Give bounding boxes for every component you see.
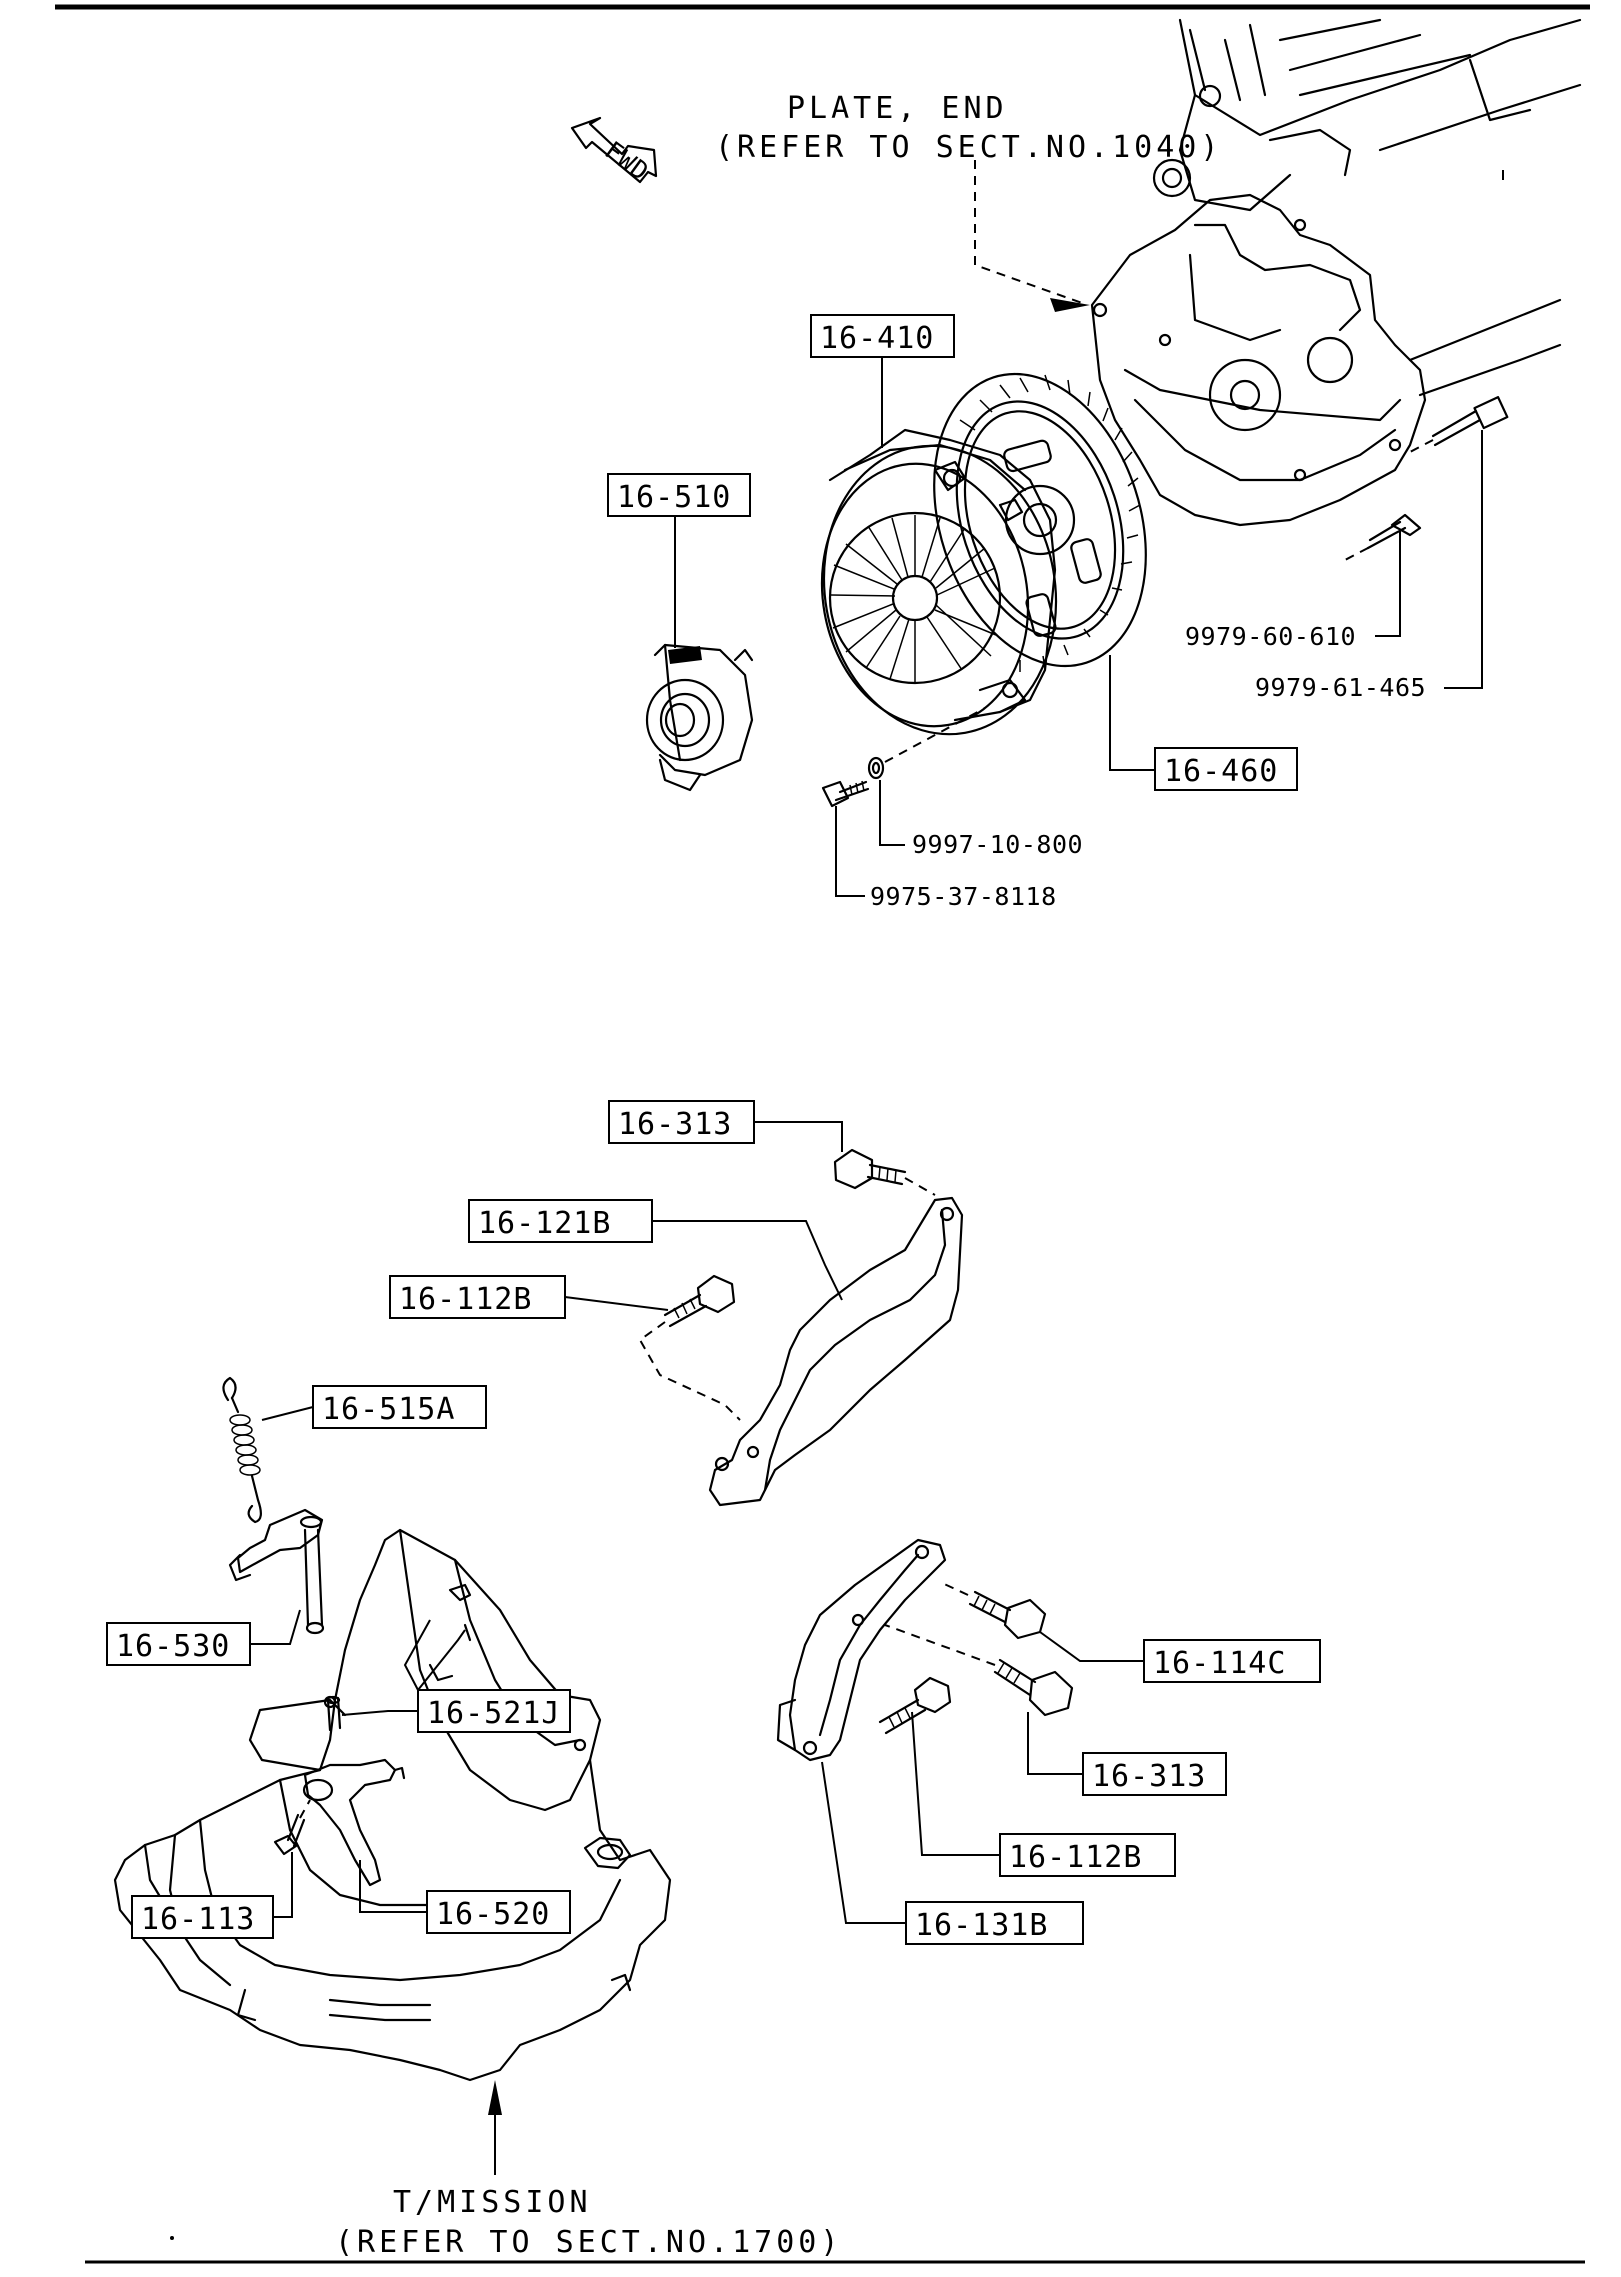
- release-shaft-16-530-drawing: [228, 1508, 325, 1635]
- forward-arrow-icon: FWD: [570, 116, 658, 187]
- leader-16-313-top: [754, 1121, 843, 1152]
- part-number-9997-10-800: 9997-10-800: [912, 830, 1083, 859]
- leader-16-121B: [652, 1220, 843, 1301]
- bolt-16-112B-left-drawing: [638, 1274, 741, 1421]
- clutch-disc-drawing: [933, 372, 1147, 672]
- bolt-16-114C-drawing: [939, 1581, 1047, 1640]
- callout-box-16-114C: [1143, 1639, 1321, 1683]
- part-number-9975-37-8118: 9975-37-8118: [870, 882, 1057, 911]
- leader-16-521J-1: [341, 1710, 418, 1716]
- bolt-16-113-drawing: [273, 1799, 311, 1856]
- callout-box-16-112B-right: [999, 1833, 1176, 1877]
- dowel-pin-16-521J-drawing: [325, 1695, 342, 1732]
- leader-16-112B-left: [564, 1296, 669, 1311]
- leader-16-114C: [1039, 1631, 1144, 1662]
- callout-box-16-113: [131, 1895, 274, 1939]
- callout-16-112B-left: 16-112B: [399, 1282, 532, 1317]
- release-bearing-drawing: [645, 643, 754, 792]
- return-spring-16-515A-drawing: [222, 1376, 262, 1524]
- callout-box-16-112B-left: [389, 1275, 566, 1319]
- bracket-16-121B-drawing: [708, 1196, 964, 1507]
- transmission-title: T/MISSION: [393, 2185, 592, 2220]
- callout-box-16-131B: [905, 1901, 1084, 1945]
- plate-end-title: PLATE, END: [787, 91, 1008, 126]
- callout-16-460: 16-460: [1164, 754, 1278, 789]
- callout-box-16-410: [810, 314, 955, 358]
- callout-16-515A: 16-515A: [322, 1392, 455, 1427]
- callout-16-121B: 16-121B: [478, 1206, 611, 1241]
- bolt-16-313-top-drawing: [833, 1148, 936, 1196]
- leader-9979-61-465: [1444, 430, 1483, 689]
- end-plate-drawing: [1090, 193, 1427, 527]
- leader-16-112B-right: [911, 1711, 1000, 1856]
- callout-box-16-515A: [312, 1385, 487, 1429]
- callout-box-16-510: [607, 473, 751, 517]
- bolt-9979-61-465-drawing: [1409, 396, 1509, 453]
- leader-16-313-right: [1027, 1712, 1083, 1775]
- leader-9997-10-800: [879, 780, 905, 846]
- washer-9997-10-800-drawing: [867, 756, 885, 780]
- transmission-arrowhead: [488, 2080, 502, 2115]
- clutch-cover-drawing: [820, 428, 1058, 736]
- plate-end-reference: (REFER TO SECT.NO.1040): [715, 130, 1222, 165]
- callout-16-520: 16-520: [436, 1897, 550, 1932]
- engine-block-drawing: [1152, 18, 1582, 397]
- callout-16-410: 16-410: [820, 321, 934, 356]
- leader-16-521J-2: [403, 1619, 431, 1691]
- callout-box-16-313-right: [1082, 1752, 1227, 1796]
- bolt-16-313-right-drawing: [884, 1624, 1074, 1717]
- callout-box-16-530: [106, 1622, 251, 1666]
- callout-16-313-right: 16-313: [1092, 1759, 1206, 1794]
- callout-16-112B-right: 16-112B: [1009, 1840, 1142, 1875]
- bracket-16-131B-drawing: [776, 1538, 947, 1762]
- callout-box-16-121B: [468, 1199, 653, 1243]
- callout-16-510: 16-510: [617, 480, 731, 515]
- leader-9979-60-610: [1375, 530, 1401, 637]
- bolt-16-112B-right-drawing: [878, 1676, 952, 1735]
- callout-16-113: 16-113: [141, 1902, 255, 1937]
- callout-box-16-521J: [417, 1689, 571, 1733]
- callout-box-16-520: [426, 1890, 571, 1934]
- fwd-label: FWD: [599, 136, 654, 187]
- leader-16-520: [359, 1860, 427, 1913]
- callout-16-114C: 16-114C: [1153, 1646, 1286, 1681]
- stray-mark: [170, 2236, 174, 2240]
- leader-16-131B: [821, 1761, 906, 1924]
- transmission-reference: (REFER TO SECT.NO.1700): [335, 2225, 842, 2260]
- part-number-9979-60-610: 9979-60-610: [1185, 622, 1356, 651]
- callout-box-16-313-top: [608, 1100, 755, 1144]
- callout-16-131B: 16-131B: [915, 1908, 1048, 1943]
- plate-end-arrowhead: [1050, 298, 1090, 312]
- callout-16-313-top: 16-313: [618, 1107, 732, 1142]
- plate-end-leader: [974, 160, 1083, 304]
- leader-16-113: [273, 1852, 293, 1918]
- callout-16-521J: 16-521J: [427, 1696, 560, 1731]
- leader-9975-37-8118: [835, 806, 865, 897]
- bolt-9975-37-8118-drawing: [821, 780, 870, 808]
- leader-16-521J-3: [417, 1629, 466, 1691]
- leader-16-515A: [261, 1406, 314, 1421]
- leader-16-460: [1109, 655, 1155, 771]
- release-fork-16-520-drawing: [302, 1758, 406, 1887]
- transmission-case-drawing: [113, 1528, 672, 2082]
- bolt-install-path: [884, 707, 986, 763]
- leader-16-530: [250, 1609, 301, 1645]
- part-number-9979-61-465: 9979-61-465: [1255, 673, 1426, 702]
- callout-16-530: 16-530: [116, 1629, 230, 1664]
- bolt-9979-60-610-drawing: [1344, 513, 1422, 561]
